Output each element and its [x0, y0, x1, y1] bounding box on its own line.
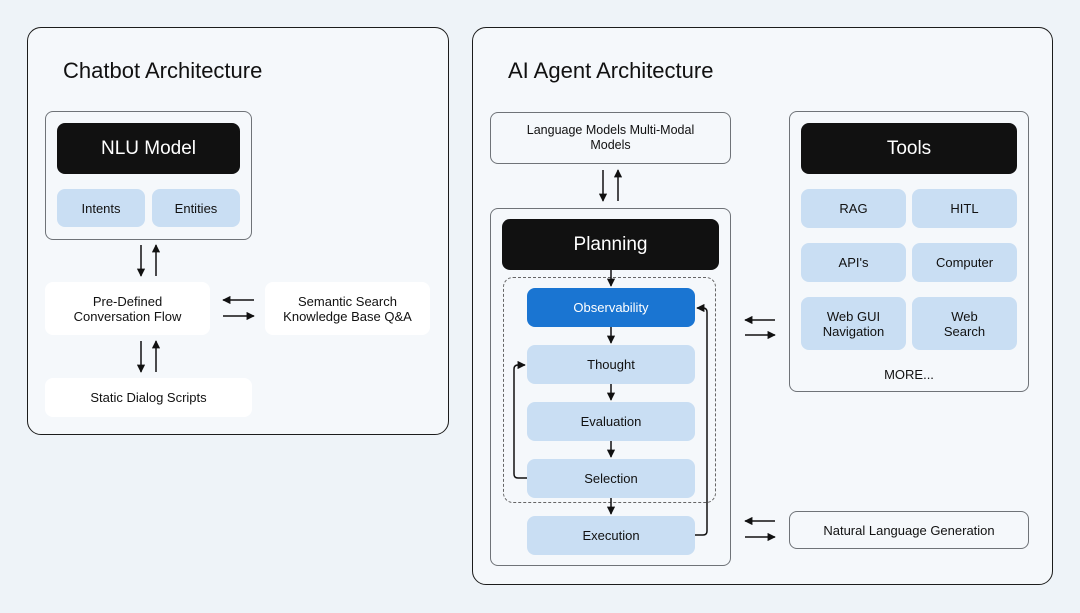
observability-step: Observability	[527, 288, 695, 327]
tools-header: Tools	[801, 123, 1017, 174]
tool-computer: Computer	[912, 243, 1017, 282]
tool-rag: RAG	[801, 189, 906, 228]
planning-header: Planning	[502, 219, 719, 270]
static-dialog-scripts-box: Static Dialog Scripts	[45, 378, 252, 417]
conversation-flow-box: Pre-Defined Conversation Flow	[45, 282, 210, 335]
ai-agent-architecture-title: AI Agent Architecture	[508, 58, 714, 83]
intents-box: Intents	[57, 189, 145, 227]
reasoning-loop-region	[503, 277, 716, 503]
chatbot-architecture-title: Chatbot Architecture	[63, 58, 263, 83]
language-models-box: Language Models Multi-Modal Models	[490, 112, 731, 164]
selection-step: Selection	[527, 459, 695, 498]
nlu-model-header: NLU Model	[57, 123, 240, 174]
thought-step: Thought	[527, 345, 695, 384]
natural-language-generation-box: Natural Language Generation	[789, 511, 1029, 549]
tool-hitl: HITL	[912, 189, 1017, 228]
tool-web-gui-navigation: Web GUI Navigation	[801, 297, 906, 350]
tool-web-search: Web Search	[912, 297, 1017, 350]
tools-more-label: MORE...	[884, 366, 934, 382]
tool-apis: API's	[801, 243, 906, 282]
semantic-search-box: Semantic Search Knowledge Base Q&A	[265, 282, 430, 335]
evaluation-step: Evaluation	[527, 402, 695, 441]
entities-box: Entities	[152, 189, 240, 227]
execution-step: Execution	[527, 516, 695, 555]
